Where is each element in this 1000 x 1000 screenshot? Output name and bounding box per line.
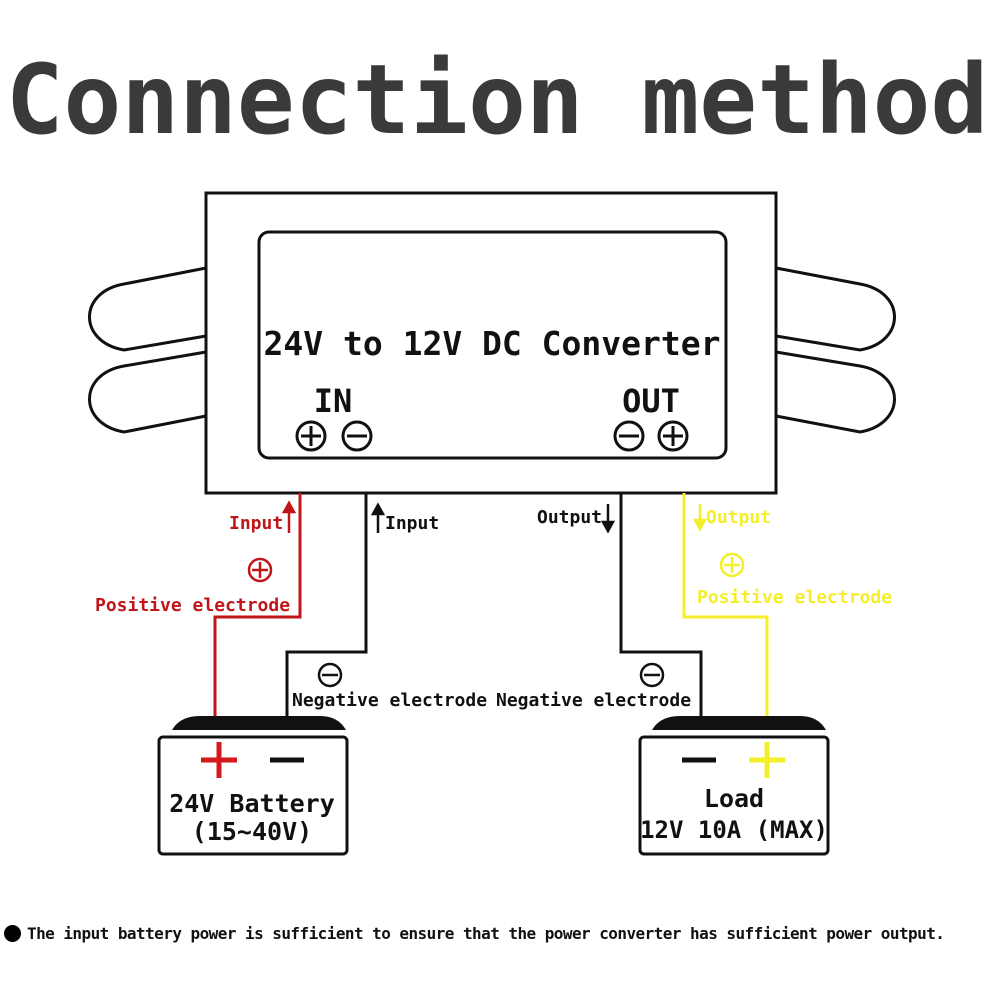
- arrow-down-icon: [692, 504, 708, 532]
- output-negative-electrode-label: Negative electrode: [496, 690, 691, 711]
- converter-label: 24V to 12V DC Converter: [264, 324, 721, 363]
- bullet-icon: [4, 924, 21, 942]
- battery-plus-icon: [201, 742, 237, 778]
- arrow-down-icon: [600, 504, 616, 534]
- negative-symbol-icon: [639, 662, 665, 688]
- negative-symbol-icon: [317, 662, 343, 688]
- converter-label-panel: [257, 230, 728, 460]
- load-plus-icon: [749, 742, 785, 778]
- in-minus-terminal-icon: [341, 420, 373, 452]
- diagram-title: Connection method: [6, 44, 989, 156]
- input-positive-wire: [213, 493, 302, 716]
- out-terminal-label: OUT: [622, 382, 680, 420]
- arrow-up-icon: [281, 500, 297, 533]
- input-positive-label: Input: [229, 513, 283, 534]
- in-plus-terminal-icon: [295, 420, 327, 452]
- output-positive-wire: [682, 493, 769, 716]
- out-plus-terminal-icon: [657, 420, 689, 452]
- output-negative-wire: [619, 493, 703, 716]
- footnote-text: The input battery power is sufficient to…: [27, 923, 945, 943]
- load-name: Load: [704, 784, 764, 813]
- in-terminal-label: IN: [314, 382, 353, 420]
- positive-symbol-icon: [247, 557, 273, 583]
- out-minus-terminal-icon: [613, 420, 645, 452]
- input-negative-electrode-label: Negative electrode: [292, 690, 487, 711]
- battery-name: 24V Battery: [169, 789, 335, 818]
- battery-voltage-range: (15~40V): [192, 817, 312, 846]
- output-negative-label: Output: [537, 507, 602, 528]
- output-positive-electrode-label: Positive electrode: [697, 587, 892, 608]
- input-negative-wire: [285, 493, 368, 716]
- battery-body: [157, 735, 349, 856]
- input-negative-label: Input: [385, 513, 439, 534]
- load-spec: 12V 10A (MAX): [640, 816, 828, 844]
- right-mounting-ears: [775, 266, 896, 434]
- load-top-cap: [652, 716, 826, 730]
- positive-symbol-icon: [719, 552, 745, 578]
- battery-top-cap: [172, 716, 346, 730]
- battery: 24V Battery (15~40V): [157, 716, 349, 856]
- left-mounting-ears: [88, 266, 207, 434]
- output-positive-label: Output: [706, 507, 771, 528]
- load: Load 12V 10A (MAX): [638, 716, 830, 856]
- load-body: [638, 735, 830, 856]
- input-positive-electrode-label: Positive electrode: [95, 595, 290, 616]
- arrow-up-icon: [370, 502, 386, 533]
- footnote: The input battery power is sufficient to…: [0, 918, 1000, 948]
